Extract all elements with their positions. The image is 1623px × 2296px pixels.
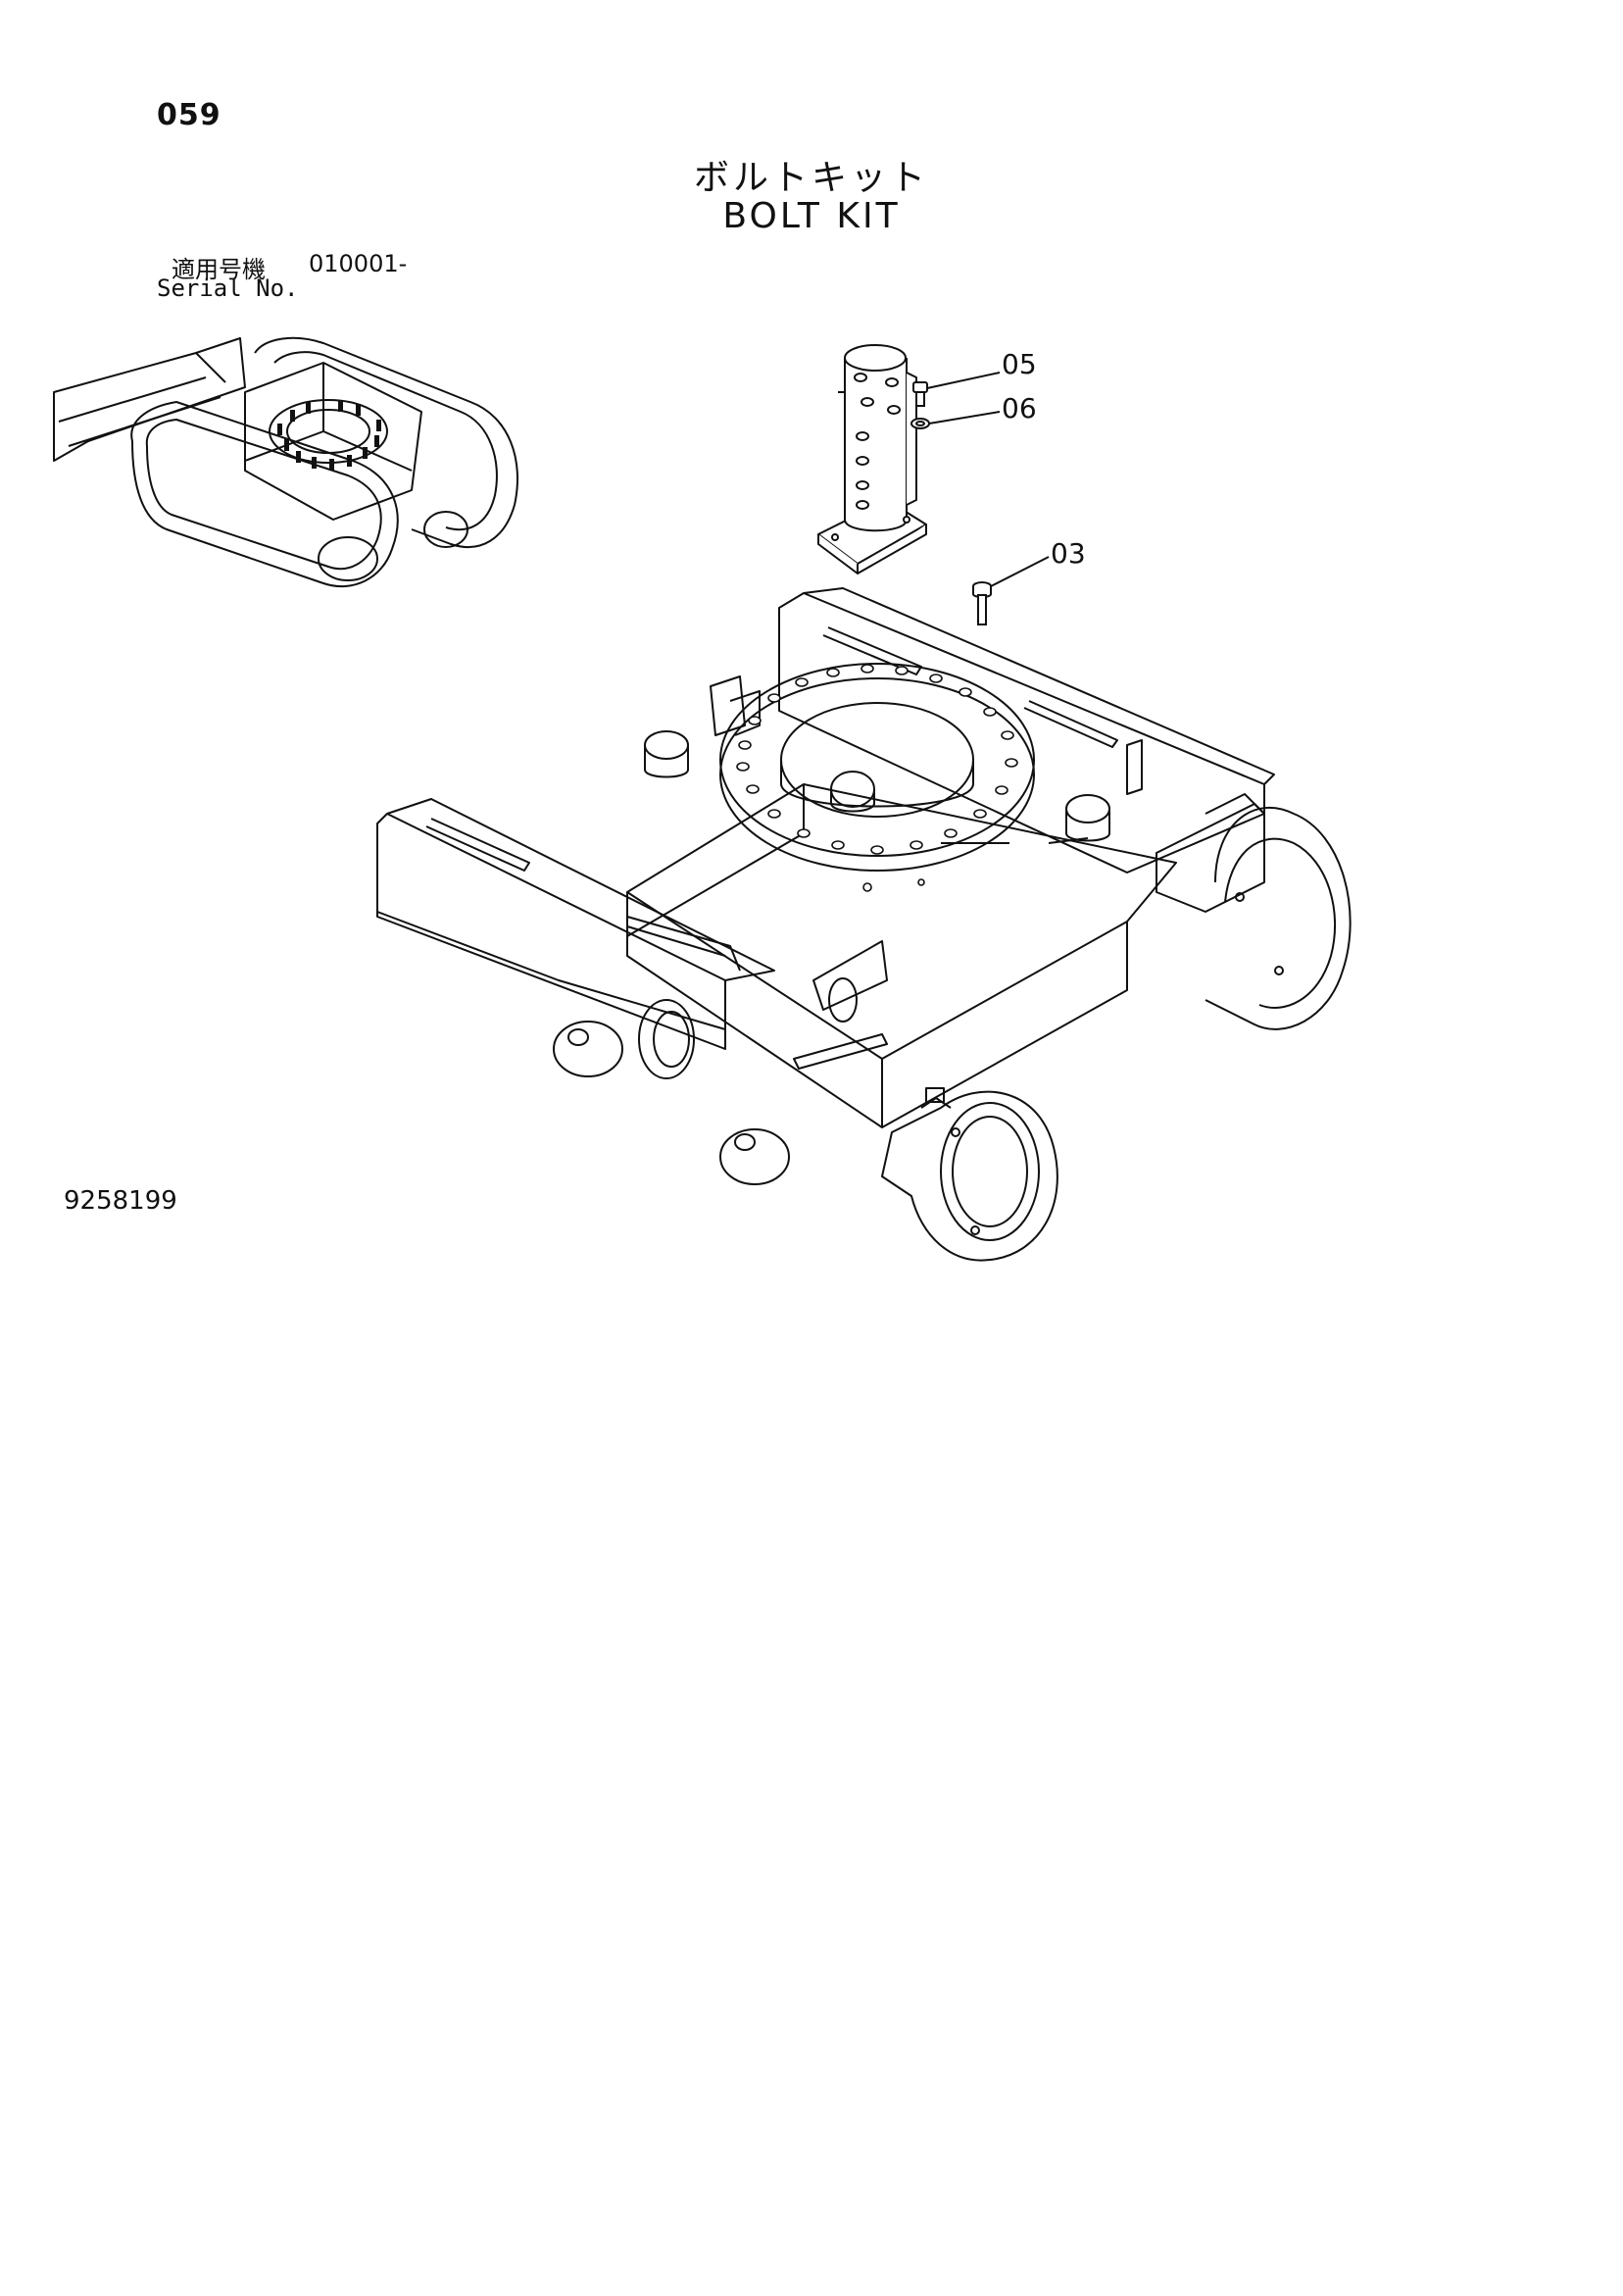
title-english: BOLT KIT [722,196,901,236]
callout-03: 03 [1051,537,1086,570]
leader-lines [927,373,1049,586]
overview-undercarriage [54,338,517,586]
callout-06: 06 [1002,392,1037,424]
center-joint [818,345,926,574]
swing-bearing [720,664,1088,871]
swing-bearing-bolt-holes [737,665,1017,854]
title-japanese: ボルトキット [693,158,929,198]
washer-06-drawing [911,419,929,428]
frame-bolt-holes [863,879,924,891]
center-joint-ports [855,374,900,509]
callout-05: 05 [1002,348,1037,380]
bolt-03-drawing [973,582,991,624]
serial-value: 010001- [309,250,408,277]
document-number: 9258199 [64,1186,177,1216]
main-undercarriage [377,588,1351,1261]
page-number: 059 [157,98,221,132]
bolt-05-drawing [913,382,927,406]
overview-bolt-group [277,400,381,471]
serial-label-japanese: 適用号機 [172,256,266,283]
serial-label-english: Serial No. [157,275,299,302]
